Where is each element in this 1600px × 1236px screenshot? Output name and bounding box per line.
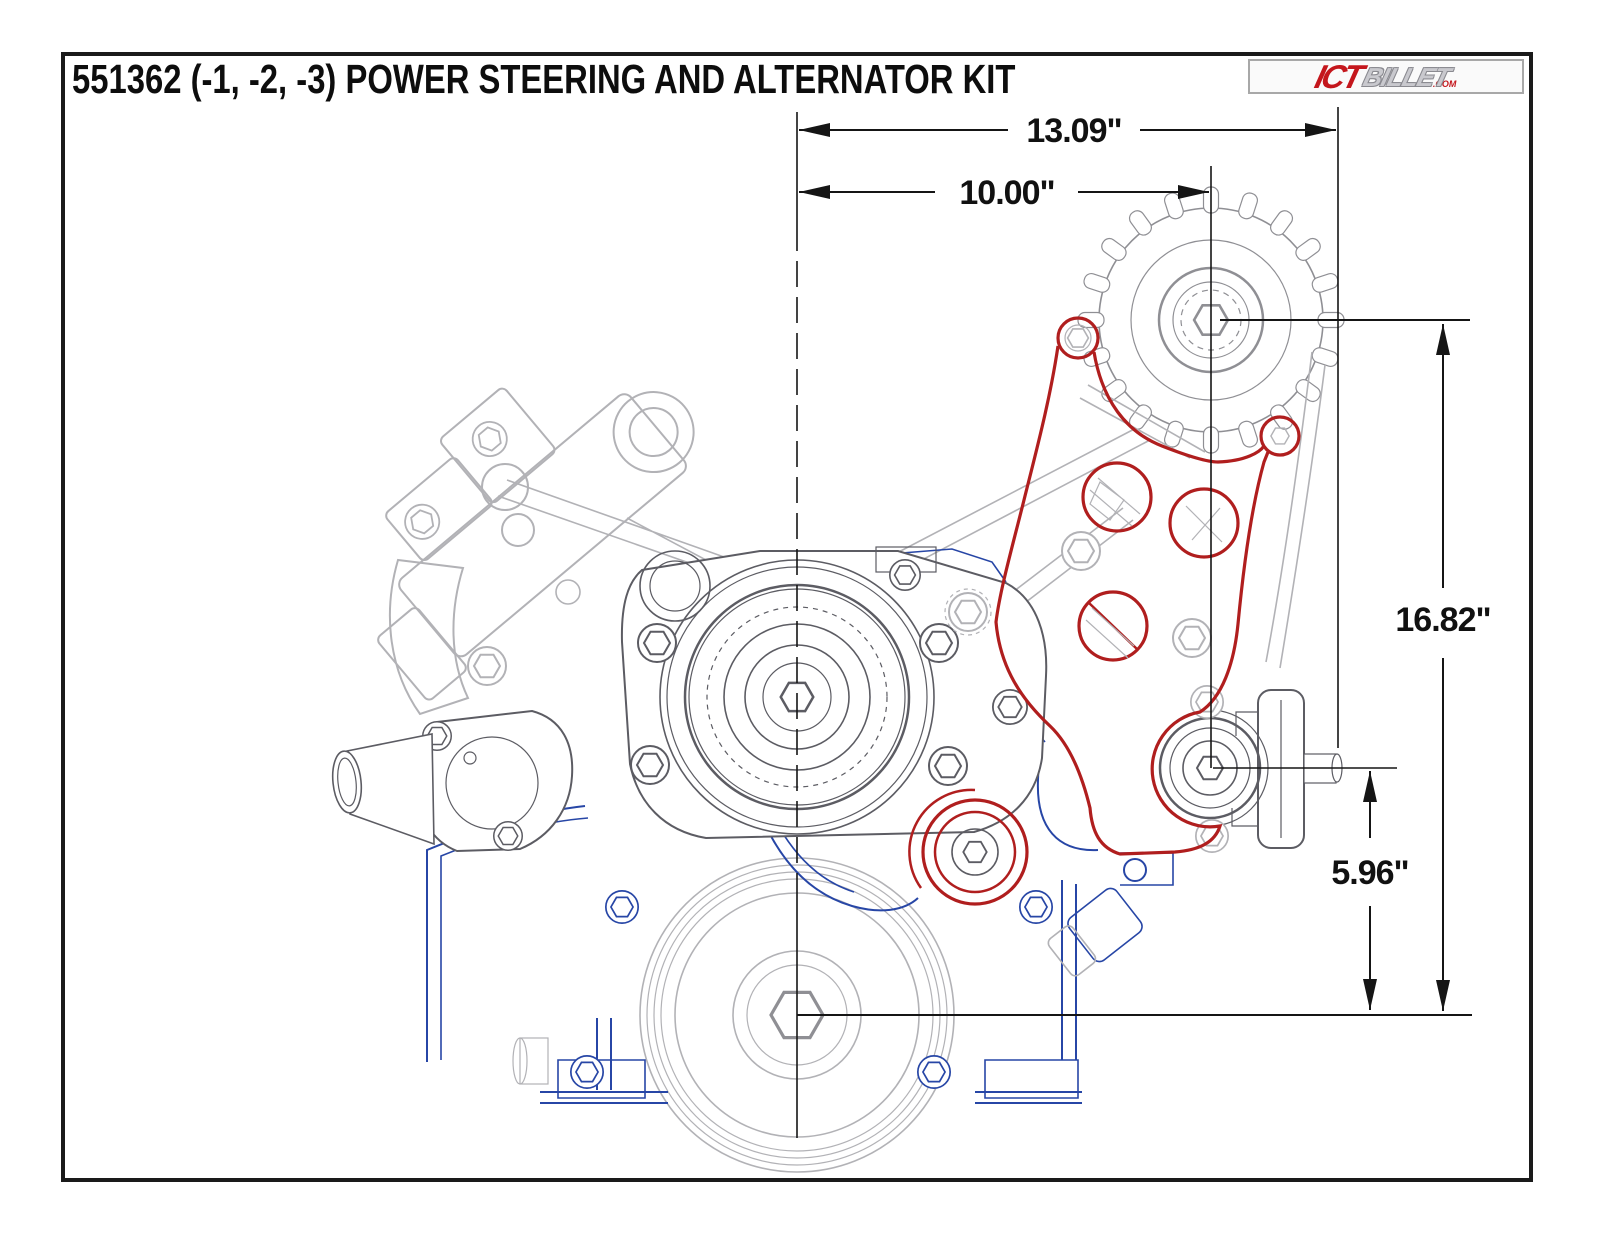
logo-com-text: .COM <box>1432 79 1457 89</box>
thermostat-housing <box>331 709 574 853</box>
dimension-height-tensioner: 5.96" <box>1331 771 1410 1010</box>
dim-13-09-label: 13.09" <box>1026 112 1121 150</box>
ict-billet-logo: ICT BILLET .COM <box>1248 59 1524 94</box>
dimension-width-full: 13.09" <box>799 112 1336 150</box>
dimension-width-alt: 10.00" <box>799 174 1209 212</box>
idler-pulley <box>908 788 1029 906</box>
water-pump <box>331 546 1048 853</box>
dim-5-96-label: 5.96" <box>1331 854 1408 892</box>
belt-tensioner <box>1151 686 1343 852</box>
dim-16-82-label: 16.82" <box>1395 601 1490 639</box>
dimension-height-alt: 16.82" <box>1395 324 1492 1011</box>
dimension-lines: 13.09" 10.00" 16.82" 5.96" <box>796 107 1492 1138</box>
alternator-bracket-highlight <box>994 316 1301 856</box>
page-title: 551362 (-1, -2, -3) POWER STEERING AND A… <box>72 56 1016 102</box>
dim-10-00-label: 10.00" <box>959 174 1054 212</box>
